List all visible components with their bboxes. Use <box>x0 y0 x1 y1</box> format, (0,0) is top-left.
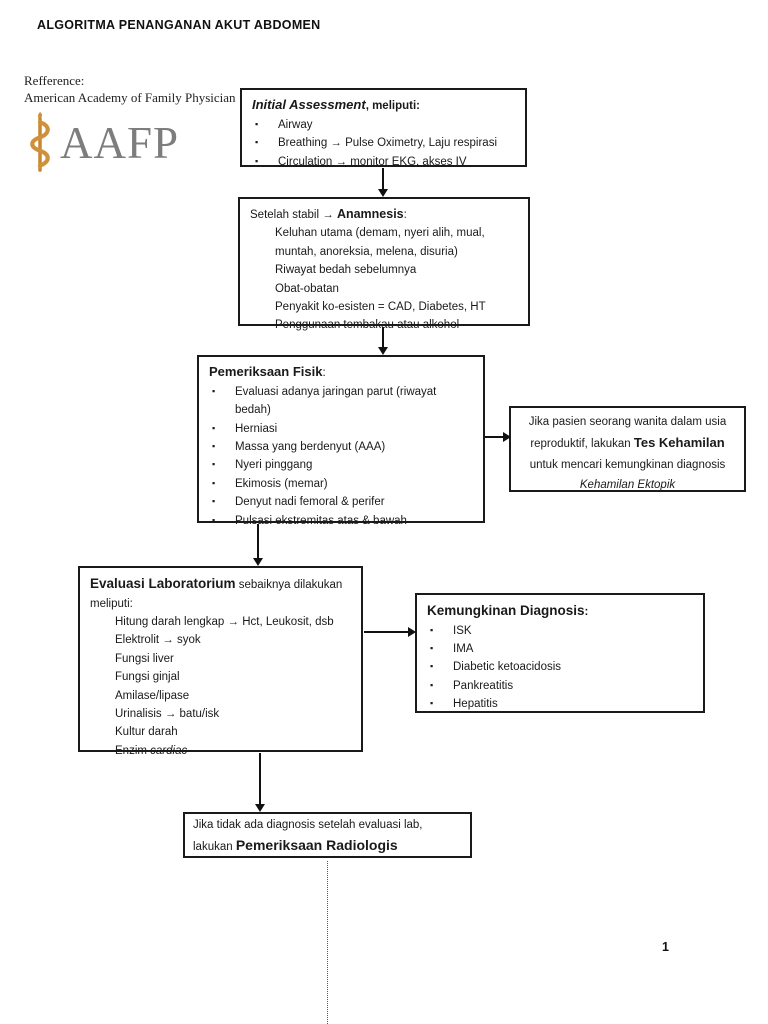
list-item: Nyeri pinggang <box>209 456 475 474</box>
arrow-fisik-to-lab <box>253 524 263 566</box>
box-title: Pemeriksaan Fisik: <box>209 364 326 379</box>
bullet-icon <box>209 512 235 530</box>
box-title: Initial Assessment, meliputi: <box>252 97 420 112</box>
bullet-icon <box>209 438 235 456</box>
box-title: Kemungkinan Diagnosis: <box>427 603 589 618</box>
list-item: Ekimosis (memar) <box>209 475 475 493</box>
initial-assessment-box: Initial Assessment, meliputi: Airway Bre… <box>240 88 527 168</box>
list-item: Fungsi liver <box>115 652 174 665</box>
list-item: Hitung darah lengkap → Hct, Leukosit, ds… <box>115 615 334 628</box>
reference-label: Refference: <box>24 73 85 88</box>
arrow-fisik-to-kehamilan <box>485 432 511 442</box>
tes-kehamilan-box: Jika pasien seorang wanita dalam usia re… <box>509 406 746 492</box>
bullet-icon <box>427 658 453 676</box>
note-line: lakukan Pemeriksaan Radiologis <box>193 836 398 853</box>
list-item: Herniasi <box>209 420 475 438</box>
aafp-logo-text: AAFP <box>60 117 180 168</box>
list-item: Enzim cardiac <box>115 744 188 757</box>
reference-source: American Academy of Family Physician <box>24 90 236 105</box>
arrow-lab-to-diagnosis <box>364 627 416 637</box>
arrow-anamnesis-to-fisik <box>378 327 388 355</box>
box-title: Evaluasi Laboratorium sebaiknya dilakuka… <box>90 576 343 610</box>
page-number: 1 <box>662 940 669 954</box>
list-item: Fungsi ginjal <box>115 671 180 684</box>
bullet-icon <box>427 622 453 640</box>
bullet-icon <box>427 695 453 713</box>
note-line: Kehamilan Ektopik <box>579 479 676 491</box>
list-item: Evaluasi adanya jaringan parut (riwayat … <box>209 383 475 420</box>
list-item: Riwayat bedah sebelumnya <box>275 264 417 277</box>
list-item: Urinalisis → batu/isk <box>115 707 220 720</box>
bullet-icon <box>252 153 278 171</box>
aafp-logo: AAFP <box>24 112 236 174</box>
list-item: Obat-obatan <box>275 282 339 295</box>
list-item: Denyut nadi femoral & perifer <box>209 493 475 511</box>
bullet-icon <box>252 134 278 152</box>
note-line: Jika tidak ada diagnosis setelah evaluas… <box>193 819 423 831</box>
note-line: Jika pasien seorang wanita dalam usia <box>528 416 727 428</box>
rod-of-asclepius-icon <box>24 112 56 174</box>
list-item: Keluhan utama (demam, nyeri alih, mual, … <box>275 227 485 258</box>
anamnesis-box: Setelah stabil → Anamnesis: Keluhan utam… <box>238 197 530 331</box>
continuation-dotted-line <box>327 861 328 1024</box>
evaluasi-laboratorium-box: Evaluasi Laboratorium sebaiknya dilakuka… <box>78 566 363 757</box>
bullet-icon <box>209 475 235 493</box>
list-item: IMA <box>427 640 695 658</box>
bullet-icon <box>209 456 235 474</box>
list-item: Elektrolit → syok <box>115 634 201 647</box>
note-line: reproduktif, lakukan Tes Kehamilan <box>530 435 725 451</box>
list-item: Diabetic ketoacidosis <box>427 658 695 676</box>
pemeriksaan-radiologis-box: Jika tidak ada diagnosis setelah evaluas… <box>183 812 472 858</box>
list-item: Pulsasi ekstremitas atas & bawah <box>209 512 475 530</box>
arrow-initial-to-anamnesis <box>378 168 388 197</box>
list-item: Massa yang berdenyut (AAA) <box>209 438 475 456</box>
bullet-icon <box>209 383 235 401</box>
reference-block: Refference: American Academy of Family P… <box>24 72 236 174</box>
bullet-icon <box>427 640 453 658</box>
list-item: ISK <box>427 622 695 640</box>
box-title: Setelah stabil → Anamnesis: <box>250 207 407 221</box>
pemeriksaan-fisik-box: Pemeriksaan Fisik: Evaluasi adanya jarin… <box>197 355 485 527</box>
list-item: Airway <box>252 116 517 134</box>
note-line: untuk mencari kemungkinan diagnosis <box>529 458 726 471</box>
bullet-icon <box>209 420 235 438</box>
list-item: Amilase/lipase <box>115 689 190 702</box>
list-item: Breathing → Pulse Oximetry, Laju respira… <box>252 134 517 152</box>
list-item: Kultur darah <box>115 726 178 739</box>
list-item: Circulation → monitor EKG, akses IV <box>252 153 517 171</box>
bullet-icon <box>252 116 278 134</box>
bullet-icon <box>427 677 453 695</box>
list-item: Hepatitis <box>427 695 695 713</box>
arrow-lab-to-radiologis <box>255 753 265 812</box>
list-item: Penyakit ko-esisten = CAD, Diabetes, HT <box>275 300 486 313</box>
list-item: Penggunaan tembakau atau alkohol <box>275 319 460 332</box>
page-title: ALGORITMA PENANGANAN AKUT ABDOMEN <box>37 18 321 32</box>
bullet-icon <box>209 493 235 511</box>
kemungkinan-diagnosis-box: Kemungkinan Diagnosis: ISK IMA Diabetic … <box>415 593 705 713</box>
list-item: Pankreatitis <box>427 677 695 695</box>
